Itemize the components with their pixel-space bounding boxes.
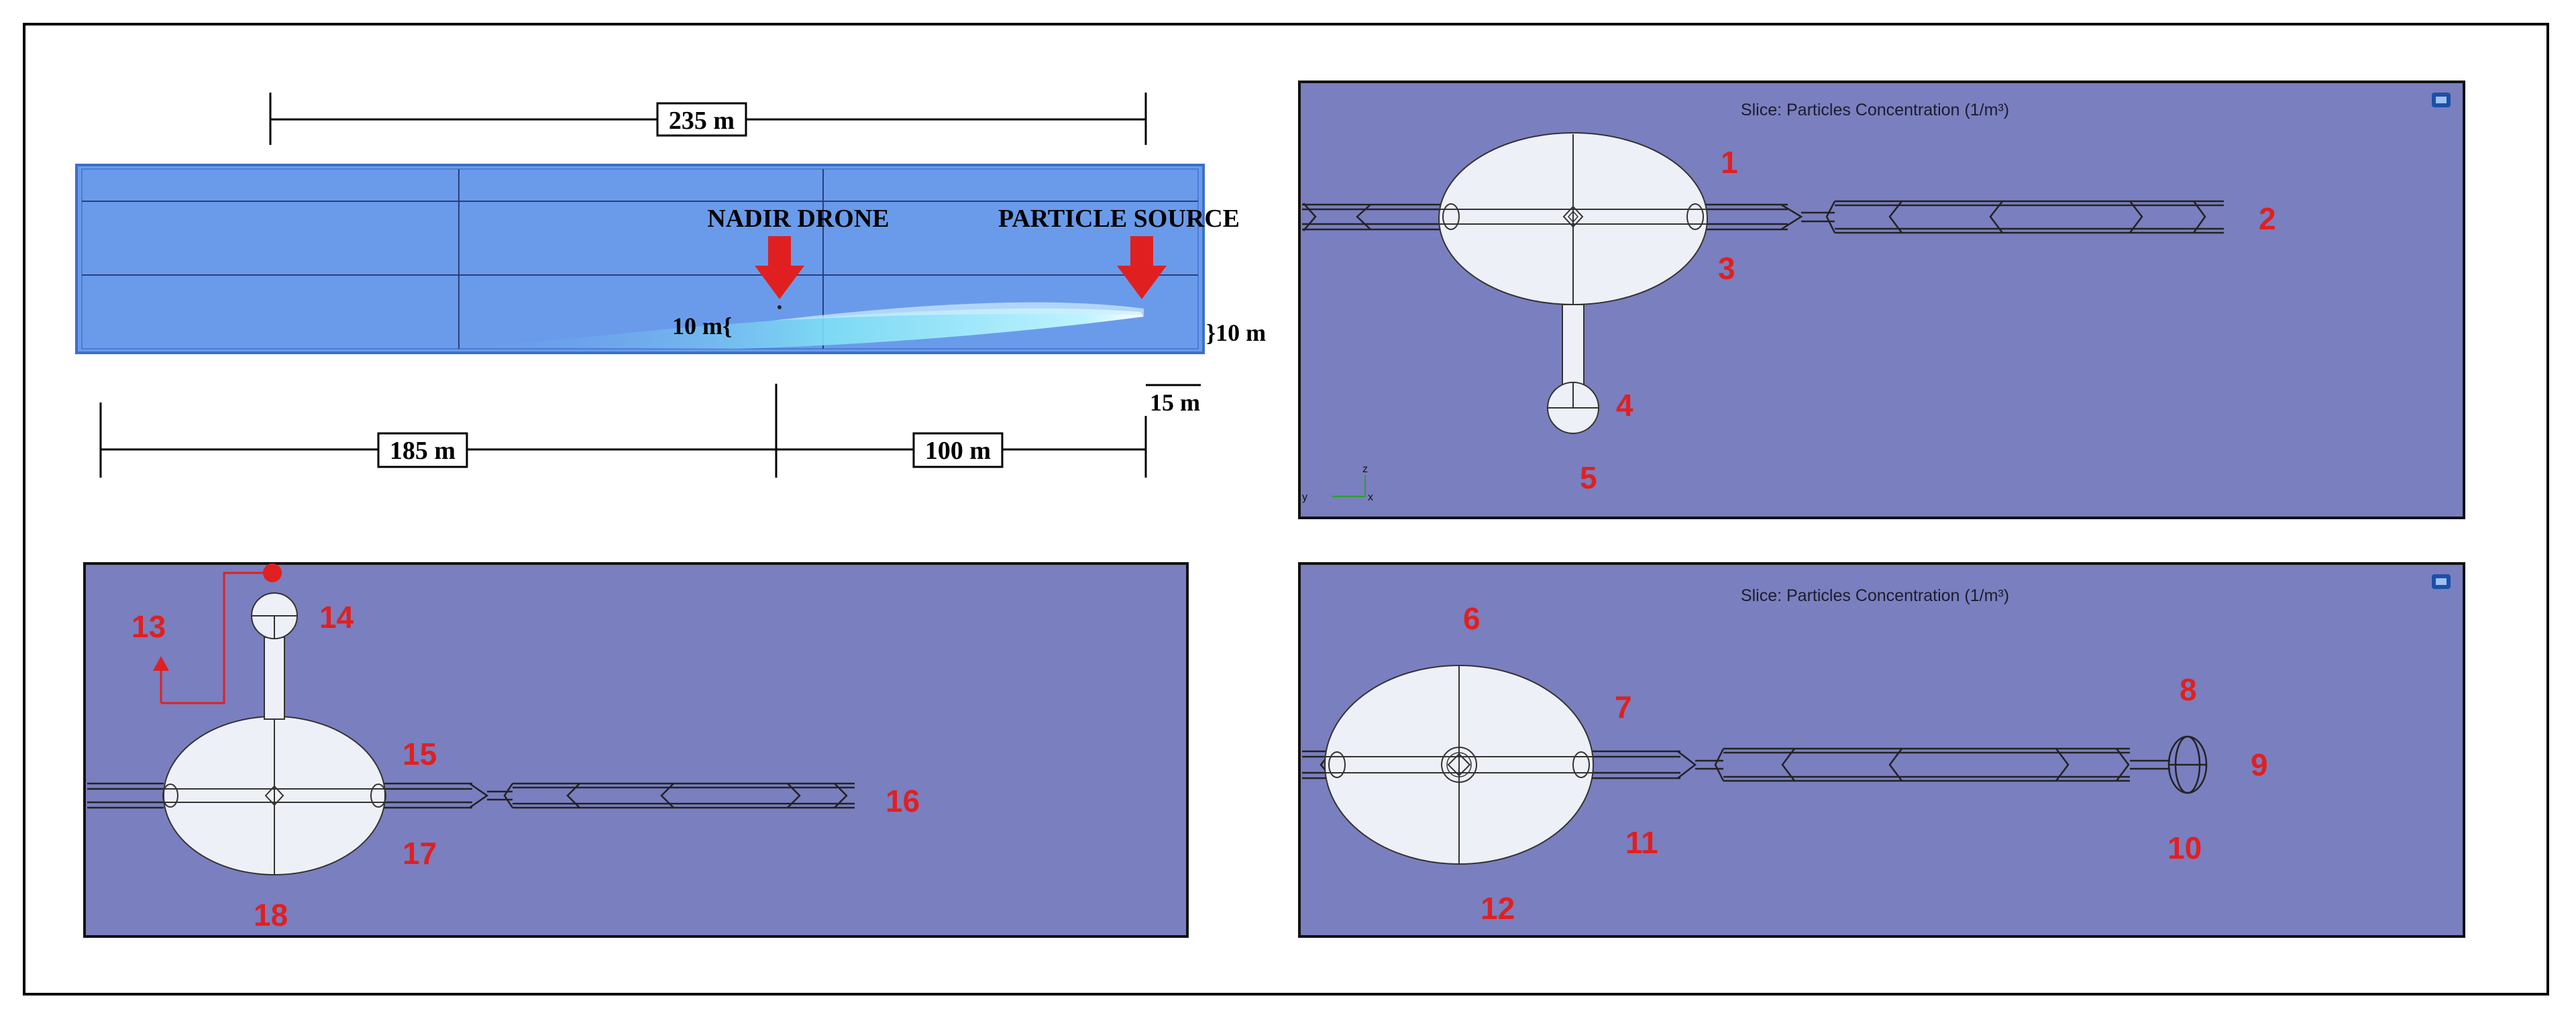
label-12: 12 [1481,891,1515,926]
outlet-point [263,563,282,582]
slice-title-bottom: Slice: Particles Concentration (1/m³) [1741,586,2009,605]
dim-15-label: 15 m [1150,389,1200,416]
label-particle-source: PARTICLE SOURCE [998,205,1240,233]
axis-triad: z y x [1302,464,1373,503]
slice-panel-bottom-right: Slice: Particles Concentration (1/m³) [1298,562,2465,938]
chamber-ellipse-bottom-right [1324,665,1594,865]
label-11: 11 [1625,825,1658,860]
channel-body [75,164,1205,354]
slice-title-top: Slice: Particles Concentration (1/m³) [1741,101,2009,119]
dim-235-label: 235 m [669,107,735,135]
label-1: 1 [1721,145,1738,180]
dim-100-label: 100 m [925,437,991,465]
label-10: 10 [2167,830,2202,865]
dim-185-label: 185 m [390,437,455,465]
dim-10m-right: }10 m [1206,319,1266,346]
label-18: 18 [254,898,288,932]
dimension-185m-100m: 185 m 100 m [99,384,1147,478]
dim-10m-left: 10 m{ [672,313,732,339]
window-icon[interactable] [2432,93,2451,107]
source-arrow-icon [1117,236,1167,299]
label-3: 3 [1718,251,1735,286]
label-nadir-drone: NADIR DRONE [707,205,889,233]
particle-plume [443,308,1144,349]
label-5: 5 [1580,460,1597,495]
window-icon-bottom[interactable] [2432,574,2451,589]
axis-y-label: y [1302,492,1307,503]
chamber-ellipse-bottom-left [162,716,386,875]
outlet-path-icon [153,563,282,704]
dimension-235m: 235 m [269,93,1147,145]
drone-arrow-icon [755,236,804,299]
label-2: 2 [2259,201,2276,236]
label-6: 6 [1463,601,1481,636]
axis-z-label: z [1362,464,1368,475]
drone-marker [777,305,782,309]
slice-panel-bottom-left: 13 14 15 16 17 18 [83,562,1189,938]
label-14: 14 [319,600,354,635]
label-13: 13 [131,609,166,644]
chamber-ellipse-top [1438,132,1708,305]
label-7: 7 [1615,690,1632,724]
axis-x-label: x [1368,492,1373,503]
dimension-15m: 15 m [1146,384,1201,416]
slice-panel-top: Slice: Particles Concentration (1/m³) [1298,80,2465,519]
label-16: 16 [885,784,920,818]
end-sphere [2167,735,2208,794]
riser-and-sphere [1547,304,1599,434]
riser-and-sphere-bottom-left [251,592,298,720]
label-4: 4 [1616,388,1633,423]
label-8: 8 [2180,672,2197,707]
label-9: 9 [2251,747,2268,782]
pipe-network-bottom-left [87,782,855,809]
channel-side-view: 235 m NADIR DRONE PARTICLE SOURCE 1 [75,93,1266,478]
label-15: 15 [402,737,437,771]
label-17: 17 [402,836,437,871]
